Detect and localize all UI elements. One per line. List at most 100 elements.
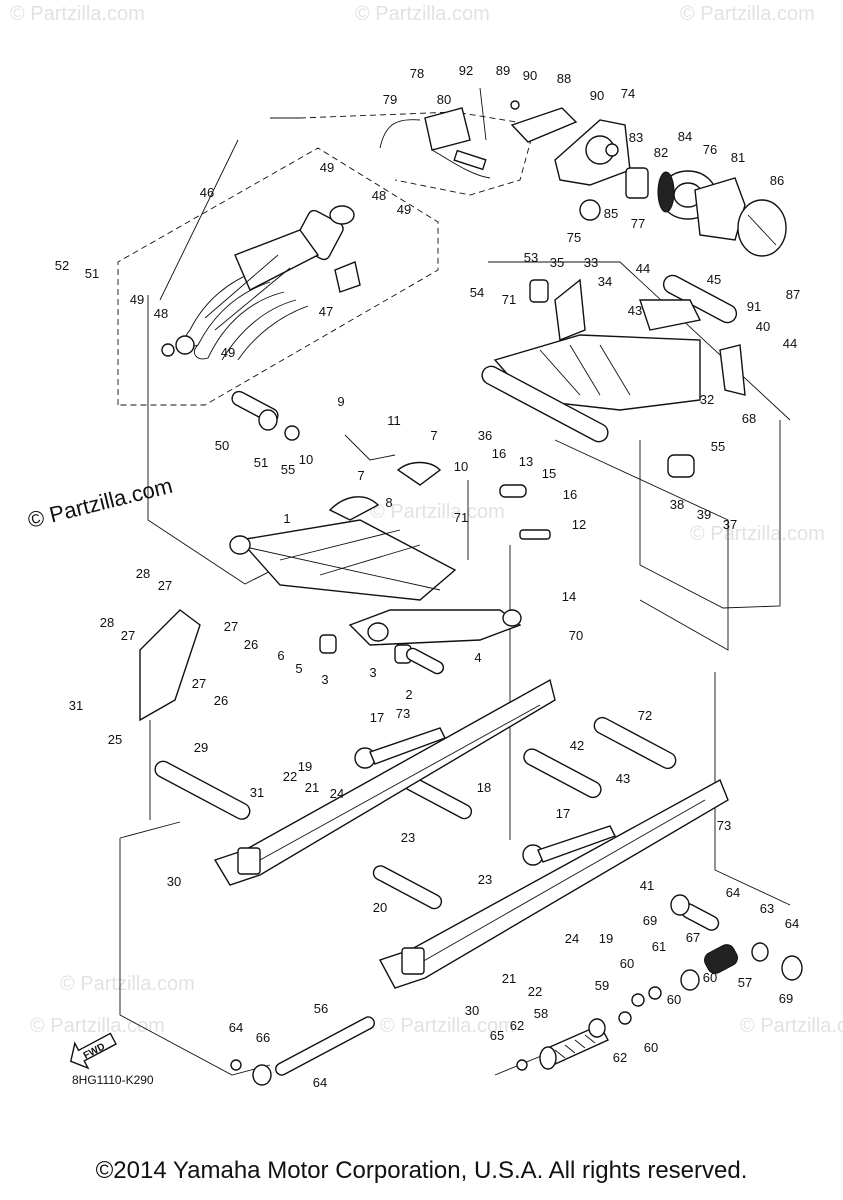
callout-65: 65 [490, 1028, 504, 1043]
watermark-text: © Partzilla.com [355, 3, 490, 25]
callout-62: 62 [613, 1050, 627, 1065]
callout-48: 48 [372, 188, 386, 203]
callout-63: 63 [760, 901, 774, 916]
watermarks: © Partzilla.com © Partzilla.com © Partzi… [10, 3, 843, 1037]
rocker-link [139, 609, 445, 722]
callout-71: 71 [502, 292, 516, 307]
callout-45: 45 [707, 272, 721, 287]
callout-30: 30 [167, 874, 181, 889]
callout-10: 10 [299, 452, 313, 467]
callout-17: 17 [370, 710, 384, 725]
callout-25: 25 [108, 732, 122, 747]
callout-88: 88 [557, 71, 571, 86]
callout-76: 76 [703, 142, 717, 157]
callout-9: 9 [337, 394, 344, 409]
callout-62: 62 [510, 1018, 524, 1033]
callout-82: 82 [654, 145, 668, 160]
callout-60: 60 [703, 970, 717, 985]
callout-72: 72 [638, 708, 652, 723]
front-arm [229, 519, 522, 646]
callout-60: 60 [620, 956, 634, 971]
callout-40: 40 [756, 319, 770, 334]
callout-16: 16 [492, 446, 506, 461]
callout-53: 53 [524, 250, 538, 265]
callout-19: 19 [599, 931, 613, 946]
callout-37: 37 [723, 517, 737, 532]
callout-28: 28 [100, 615, 114, 630]
callout-32: 32 [700, 392, 714, 407]
callout-73: 73 [396, 706, 410, 721]
mid-hardware [231, 390, 551, 540]
callout-64: 64 [313, 1075, 327, 1090]
torsion-springs [354, 727, 616, 866]
shafts [154, 716, 677, 1076]
copyright-notice: ©2014 Yamaha Motor Corporation, U.S.A. A… [95, 1157, 748, 1184]
callout-55: 55 [711, 439, 725, 454]
callout-36: 36 [478, 428, 492, 443]
callout-29: 29 [194, 740, 208, 755]
watermark-text: © Partzilla.com [690, 523, 825, 545]
callout-74: 74 [621, 86, 635, 101]
callout-14: 14 [562, 589, 576, 604]
callout-56: 56 [314, 1001, 328, 1016]
callout-55: 55 [281, 462, 295, 477]
callout-43: 43 [628, 303, 642, 318]
callout-15: 15 [542, 466, 556, 481]
callout-6: 6 [277, 648, 284, 663]
callout-67: 67 [686, 930, 700, 945]
callout-28: 28 [136, 566, 150, 581]
rear-arm [481, 274, 746, 478]
callout-43: 43 [616, 771, 630, 786]
callout-22: 22 [283, 769, 297, 784]
callout-18: 18 [477, 780, 491, 795]
watermark-text: © Partzilla.com [10, 3, 145, 25]
callout-46: 46 [200, 185, 214, 200]
callout-92: 92 [459, 63, 473, 78]
callout-49: 49 [397, 202, 411, 217]
callout-85: 85 [604, 206, 618, 221]
rear-hardware [230, 894, 803, 1086]
callout-49: 49 [130, 292, 144, 307]
callout-21: 21 [502, 971, 516, 986]
callout-49: 49 [221, 345, 235, 360]
callout-90: 90 [590, 88, 604, 103]
callout-1: 1 [283, 511, 290, 526]
callout-58: 58 [534, 1006, 548, 1021]
callout-75: 75 [567, 230, 581, 245]
callout-26: 26 [214, 693, 228, 708]
callout-39: 39 [697, 507, 711, 522]
callout-23: 23 [401, 830, 415, 845]
callout-21: 21 [305, 780, 319, 795]
callout-59: 59 [595, 978, 609, 993]
callout-52: 52 [55, 258, 69, 273]
callout-78: 78 [410, 66, 424, 81]
callout-44: 44 [783, 336, 797, 351]
callout-4: 4 [474, 650, 481, 665]
callout-22: 22 [528, 984, 542, 999]
callout-64: 64 [726, 885, 740, 900]
callout-51: 51 [85, 266, 99, 281]
callout-66: 66 [256, 1030, 270, 1045]
callout-50: 50 [215, 438, 229, 453]
callout-80: 80 [437, 92, 451, 107]
callout-16: 16 [563, 487, 577, 502]
callout-31: 31 [250, 785, 264, 800]
callout-42: 42 [570, 738, 584, 753]
callout-64: 64 [785, 916, 799, 931]
callout-60: 60 [644, 1040, 658, 1055]
callout-24: 24 [565, 931, 579, 946]
adjuster-assembly [379, 87, 578, 179]
callout-30: 30 [465, 1003, 479, 1018]
callout-38: 38 [670, 497, 684, 512]
watermark-prominent: © Partzilla.com [25, 473, 175, 533]
callout-31: 31 [69, 698, 83, 713]
callout-48: 48 [154, 306, 168, 321]
callout-27: 27 [224, 619, 238, 634]
slide-rails [213, 678, 729, 989]
callout-5: 5 [295, 661, 302, 676]
callout-17: 17 [556, 806, 570, 821]
watermark-text: © Partzilla.com [370, 501, 505, 523]
callout-41: 41 [640, 878, 654, 893]
watermark-text: © Partzilla.com [380, 1015, 515, 1037]
